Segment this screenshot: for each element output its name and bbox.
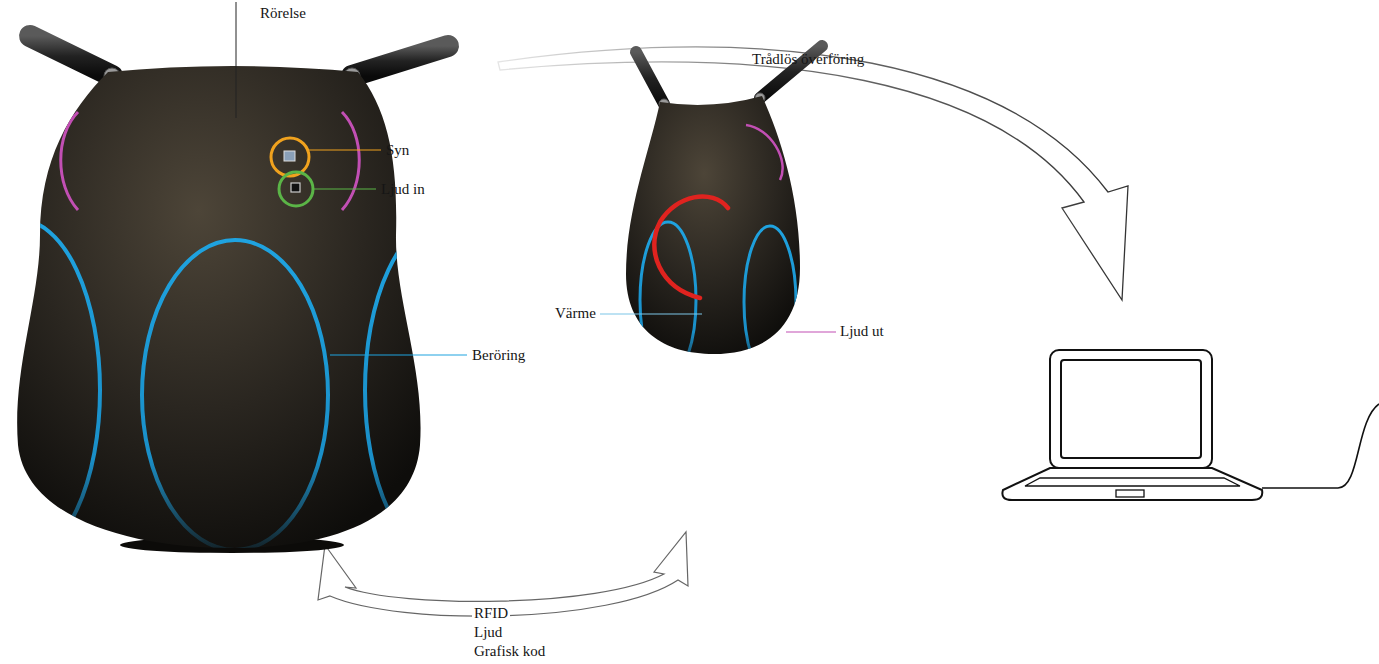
callout-label: RFID [472,604,510,622]
drawing-part [1025,478,1240,486]
callout-label: Trådlös överföring [750,50,866,68]
leader-line [236,2,237,118]
drawing-part [271,138,309,176]
drawing-part [744,226,796,378]
small-robot [626,46,822,378]
drawing-part [365,220,525,560]
laptop [1002,350,1379,500]
callout-label: Syn [384,141,411,159]
drawing-part [0,220,100,560]
drawing-part [626,96,800,354]
callout-label: Ljud in [379,180,427,198]
callout-label: Rörelse [258,4,308,22]
drawing-part [342,112,359,210]
leader-line [786,331,836,332]
drawing-part [0,112,525,560]
leader-line [600,313,702,314]
leader-line [330,354,467,355]
drawing-part [142,240,328,550]
callout-label: Värme [553,304,598,322]
drawing-part [284,151,295,161]
drawing-part [640,125,796,378]
callout-label: Ljud ut [838,322,886,340]
drawing-part [1116,490,1144,497]
drawing-part [61,112,78,210]
leader-line [309,149,381,150]
drawing-part [636,52,664,104]
drawing-part [1050,350,1212,468]
drawing-part [17,66,420,548]
drawing-part [1061,360,1201,458]
leader-line [313,188,376,189]
callout-label: Grafisk kod [472,642,547,660]
drawing-part [352,46,448,76]
wireless-arrow [498,47,1128,300]
drawing-part [1002,468,1262,500]
drawing-part [1262,404,1379,488]
drawing-part [30,36,112,76]
drawing-part [640,222,696,378]
drawing-part [279,172,313,206]
big-robot [0,36,525,560]
drawing-part [654,197,728,298]
drawing-part [746,125,783,180]
callout-label: Ljud [472,623,504,641]
drawing-part [291,183,300,192]
callout-label: Beröring [470,346,527,364]
